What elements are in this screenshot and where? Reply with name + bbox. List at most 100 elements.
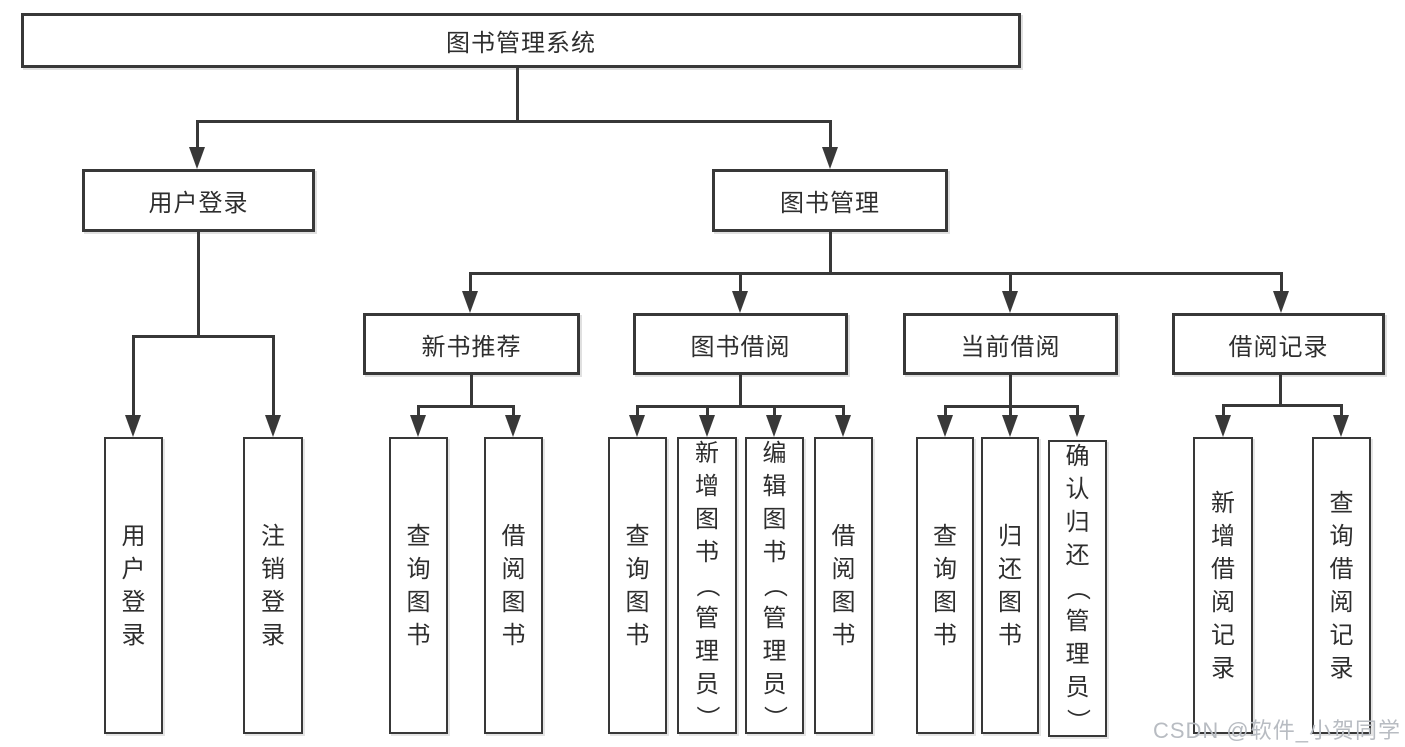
arrow-down-icon [766,415,782,437]
leaf-label-char: 归 [998,522,1022,550]
connector-group3-trunk [1008,375,1012,407]
leaf-label-char: 认 [1065,476,1090,503]
leaf-label-char: 新 [695,440,719,467]
leaf-label-char: 理 [762,638,787,665]
leaf-label-char: 借 [501,522,526,550]
leaf-label-char: 图 [933,588,957,616]
connector-drop [1075,405,1079,419]
leaf-label-char: ） [761,705,788,730]
leaf-label-char: 确 [1065,443,1090,470]
connector-drop-user [195,120,199,149]
node-box-book-borrow: 图书借阅 [633,313,848,375]
leaf-label-char: 员 [762,671,787,698]
leaf-label-char: 登 [121,588,146,616]
leaf-label-char: 归 [1065,509,1090,536]
leaf-borrow-books: 借阅图书 [814,437,873,734]
leaf-label-char: 增 [695,473,719,500]
leaf-label-char: 注 [261,522,285,550]
arrow-down-icon [1273,291,1289,313]
connector-drop [1339,404,1343,419]
arrow-down-icon [835,415,851,437]
leaf-label-char: 用 [121,522,146,550]
leaf-label-char: 书 [406,621,431,649]
node-box-current-borrow: 当前借阅 [903,313,1118,375]
connector-drop [943,405,947,419]
leaf-label-char: 增 [1211,522,1235,550]
leaf-label-char: 管 [762,605,787,632]
node-label: 用户登录 [148,190,249,217]
connector-group1-bar [416,405,515,408]
connector-drop-user-leaf2 [271,335,275,417]
leaf-label-char: 询 [406,555,431,583]
leaf-label-char: （ [1064,576,1091,601]
leaf-query-books-recommend: 查询图书 [389,437,448,734]
connector-drop-group3 [1008,272,1012,295]
leaf-label-char: 借 [1211,555,1235,583]
leaf-label-char: 查 [625,522,650,550]
connector-group2-bar [635,405,845,408]
node-box-borrow-records: 借阅记录 [1172,313,1385,375]
leaf-label-char: 管 [1065,608,1090,635]
leaf-return-books: 归还图书 [981,437,1039,734]
leaf-label-char: 查 [933,522,957,550]
leaf-label-char: 查 [406,522,431,550]
leaf-label-char: 记 [1211,621,1235,649]
leaf-label-char: 图 [501,588,526,616]
arrow-down-icon [822,147,838,169]
arrow-down-icon [629,415,645,437]
leaf-label-char: 阅 [1211,588,1235,616]
node-box-new-book-recommend: 新书推荐 [363,313,580,375]
leaf-label-char: 书 [933,621,957,649]
connector-drop-user-leaf1 [131,335,135,417]
leaf-logout: 注销登录 [243,437,303,734]
leaf-label-char: 询 [933,555,957,583]
leaf-label-char: 图 [831,588,856,616]
leaf-label-char: 户 [121,555,146,583]
connector-drop [705,405,709,419]
connector-drop-group4 [1279,272,1283,295]
connector-level2-bar [195,120,832,123]
connector-drop [1008,405,1012,419]
arrow-down-icon [505,415,521,437]
leaf-label-char: 管 [695,605,719,632]
leaf-label-char: 借 [1329,555,1354,583]
arrow-down-icon [410,415,426,437]
connector-user-trunk [196,232,200,338]
leaf-label-char: 员 [695,671,719,698]
leaf-label-char: 录 [1211,654,1235,682]
arrow-down-icon [125,415,141,437]
leaf-query-borrow-record: 查询借阅记录 [1312,437,1371,734]
connector-root-trunk [515,68,519,122]
node-label: 当前借阅 [960,333,1061,361]
leaf-label-char: 登 [261,588,285,616]
arrow-down-icon [462,291,478,313]
leaf-add-borrow-record: 新增借阅记录 [1193,437,1253,734]
node-label: 新书推荐 [421,333,522,361]
connector-user-bar [131,335,275,338]
leaf-borrow-books-recommend: 借阅图书 [484,437,543,734]
node-box-library-system: 图书管理系统 [21,13,1021,68]
leaf-label-char: 书 [831,621,856,649]
leaf-label-char: 书 [762,539,787,566]
connector-group1-trunk [469,375,473,407]
leaf-label-char: （ [761,573,788,598]
connector-drop [841,405,845,419]
arrow-down-icon [699,415,715,437]
connector-drop [1221,404,1225,419]
leaf-label-char: 图 [998,588,1022,616]
leaf-label-char: 理 [1065,641,1090,668]
arrow-down-icon [1333,415,1349,437]
connector-group4-trunk [1278,375,1282,407]
connector-drop-group2 [738,272,742,295]
connector-drop-group1 [468,272,472,295]
connector-group4-bar [1221,404,1343,407]
connector-group2-trunk [738,375,742,407]
leaf-query-books-borrow: 查询图书 [608,437,667,734]
leaf-label-char: 图 [762,506,787,533]
connector-book-trunk [828,232,832,274]
node-label: 图书管理 [780,190,880,217]
leaf-user-login: 用户登录 [104,437,163,734]
leaf-edit-book-admin: 编辑图书（管理员） [745,437,804,734]
node-box-book-management: 图书管理 [712,169,948,232]
